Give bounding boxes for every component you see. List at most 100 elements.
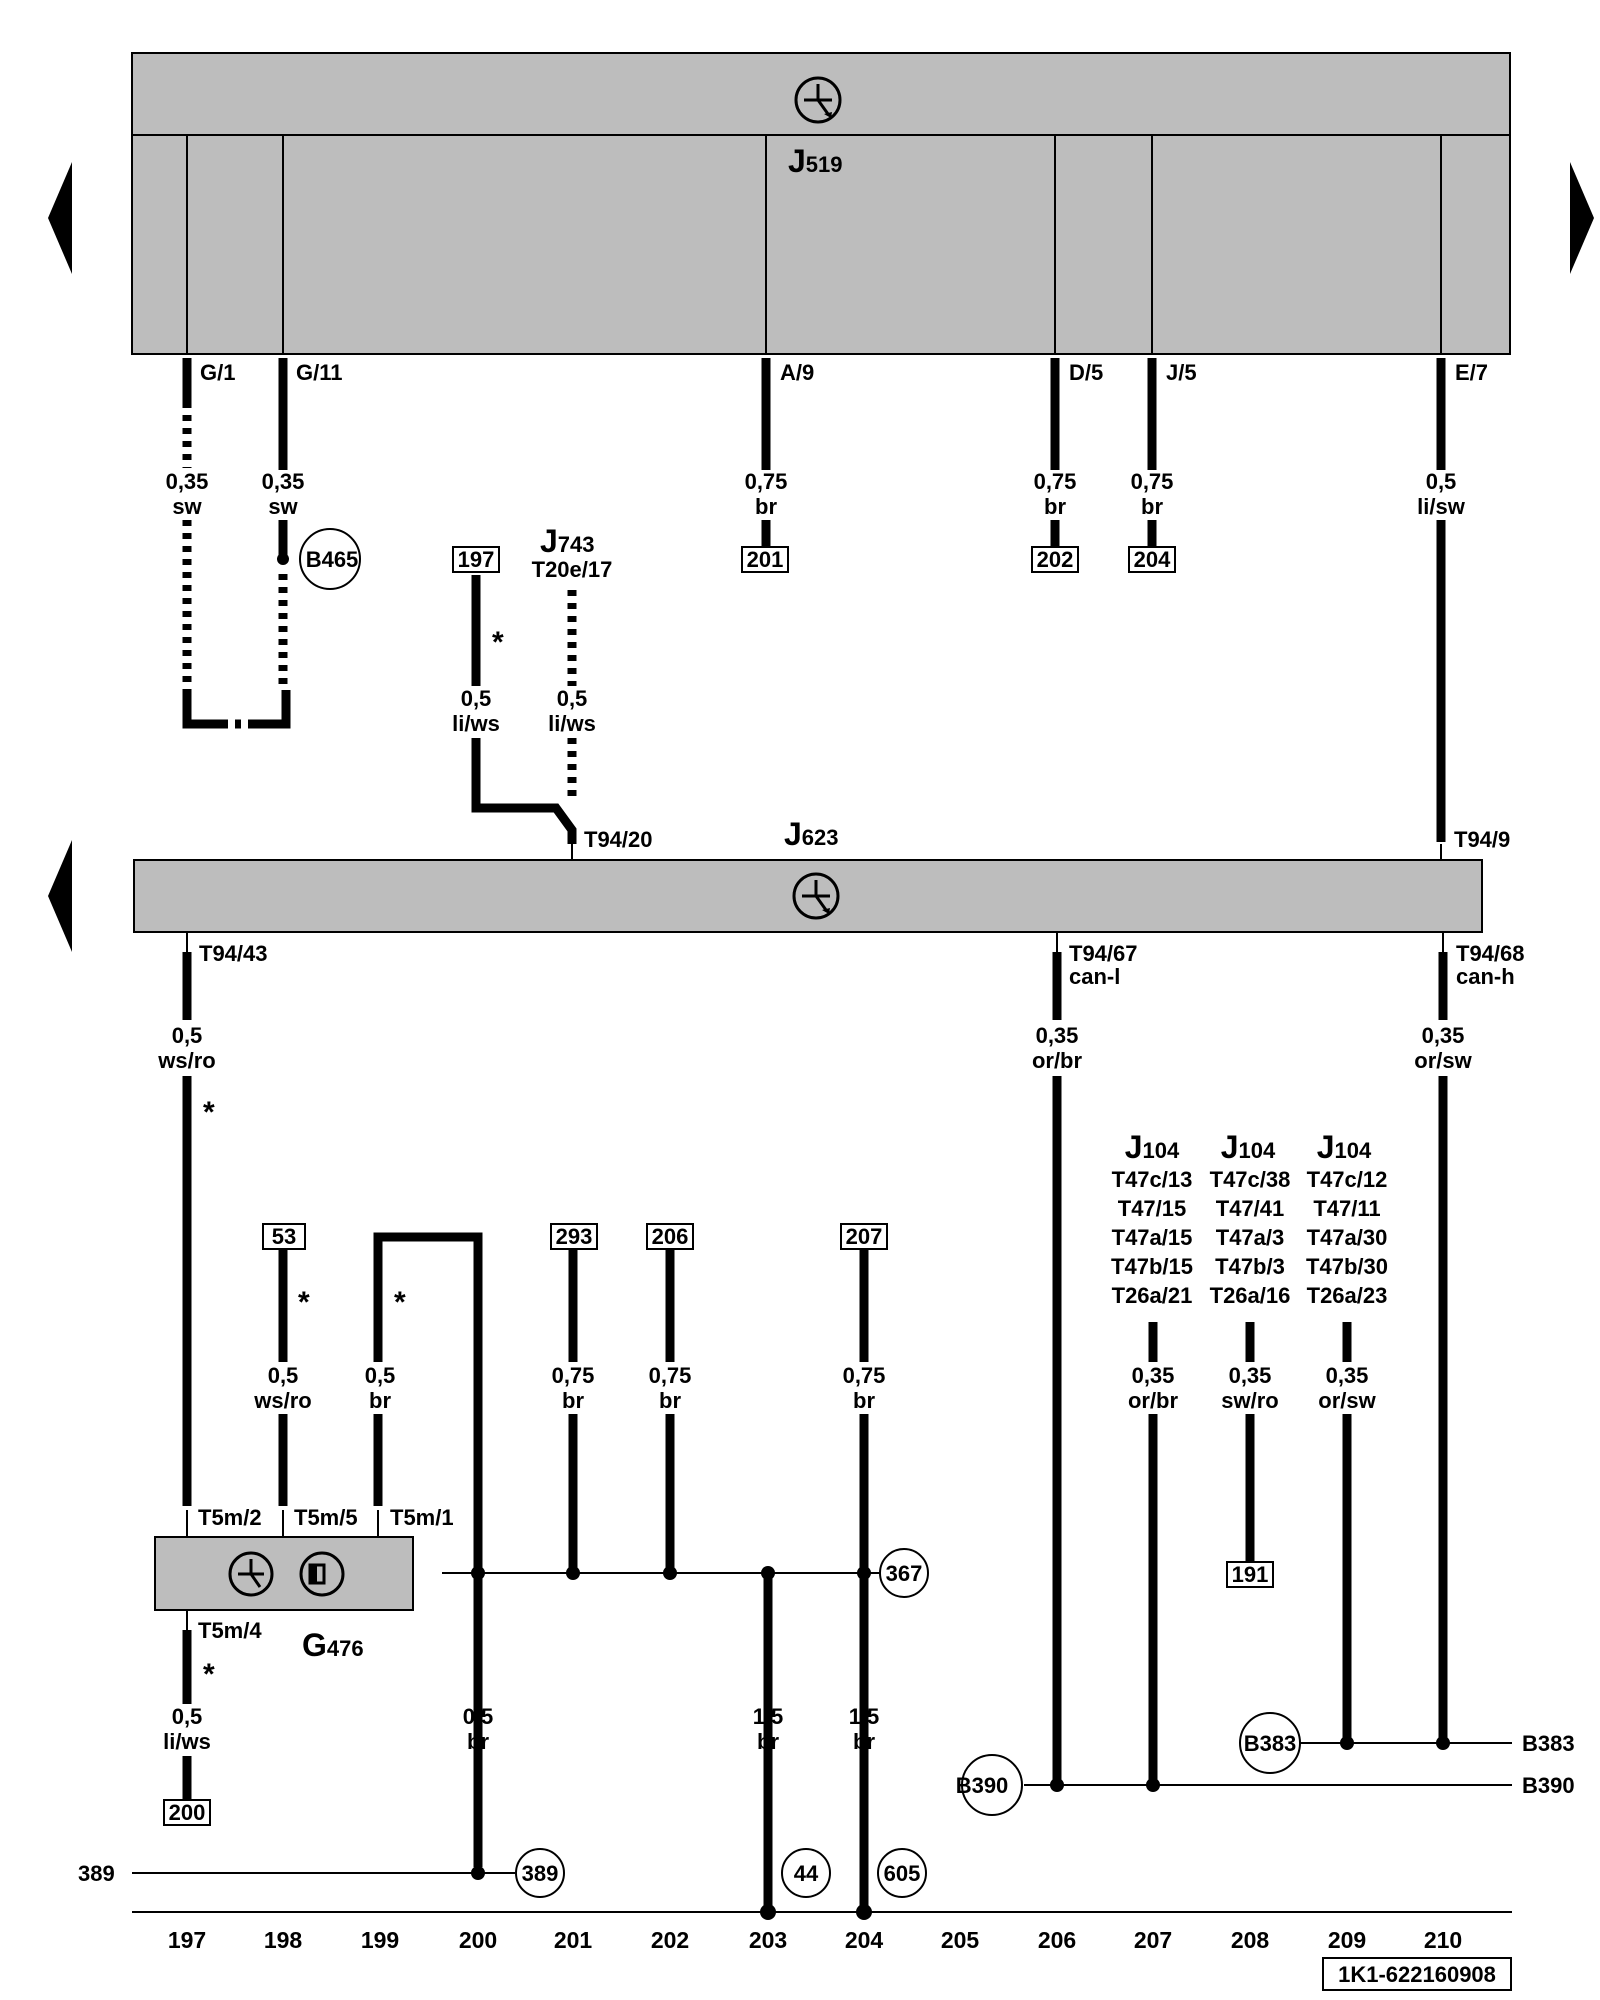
- column-number: 201: [554, 1927, 593, 1953]
- ref-box[interactable]: 206: [652, 1224, 689, 1249]
- wire-size: 0,5: [365, 1363, 396, 1388]
- sensor-symbol-icon: [299, 1551, 345, 1597]
- wire-color: sw: [172, 494, 202, 519]
- wire-labels: 0,35 sw 0,35 sw 0,75 br 0,75 br 0,75 br …: [157, 469, 1472, 1754]
- wire-size: 0,35: [1326, 1363, 1369, 1388]
- pin-t94-9: T94/9: [1454, 827, 1510, 852]
- wire-color: or/br: [1032, 1048, 1083, 1073]
- ref-box[interactable]: 204: [1134, 547, 1171, 572]
- wire-size: 0,35: [166, 469, 209, 494]
- connector-b383[interactable]: B383: [1244, 1731, 1297, 1756]
- j104-pin: T47a/3: [1216, 1225, 1285, 1250]
- triangle-left-icon[interactable]: [48, 162, 72, 274]
- wire-size: 0,5: [461, 686, 492, 711]
- wire-size: 0,75: [745, 469, 788, 494]
- j104-pin: T47a/15: [1112, 1225, 1193, 1250]
- wire-size: 0,75: [1034, 469, 1077, 494]
- pin-e7: E/7: [1455, 360, 1488, 385]
- document-code: 1K1-622160908: [1322, 1957, 1512, 1991]
- column-number: 202: [651, 1927, 689, 1953]
- ground-arrow-symbol-icon: [228, 1551, 274, 1597]
- ref-box[interactable]: 53: [272, 1224, 296, 1249]
- triangle-left-icon[interactable]: [48, 840, 72, 952]
- ref-box[interactable]: 207: [846, 1224, 883, 1249]
- connector-b465[interactable]: B465: [306, 547, 359, 572]
- wire-color: ws/ro: [253, 1388, 311, 1413]
- module-j623-label: J623: [784, 816, 839, 852]
- connector-605[interactable]: 605: [884, 1861, 921, 1886]
- ref-box[interactable]: 200: [169, 1800, 206, 1825]
- ref-box[interactable]: 293: [556, 1224, 593, 1249]
- wire-color: br: [755, 494, 777, 519]
- ground-arrow-symbol-icon: [794, 76, 842, 124]
- wire-size: 0,35: [1229, 1363, 1272, 1388]
- j104-pin: T47b/15: [1111, 1254, 1193, 1279]
- wire-color: sw/ro: [1221, 1388, 1278, 1413]
- wire-color: sw: [268, 494, 298, 519]
- side-label-b383: B383: [1522, 1731, 1575, 1756]
- connector-367[interactable]: 367: [886, 1561, 923, 1586]
- wire-color: ws/ro: [157, 1048, 215, 1073]
- wire-size: 0,35: [1132, 1363, 1175, 1388]
- j104-pin: T47/41: [1216, 1196, 1285, 1221]
- ref-box[interactable]: 201: [747, 547, 784, 572]
- pin-t5m4: T5m/4: [198, 1618, 262, 1643]
- wire-color: li/sw: [1417, 494, 1466, 519]
- connector-44[interactable]: 44: [794, 1861, 819, 1886]
- column-number: 204: [845, 1927, 884, 1953]
- wire-size: 0,5: [1426, 469, 1457, 494]
- column-number: 203: [749, 1927, 787, 1953]
- j104-pin: T26a/21: [1112, 1283, 1193, 1308]
- wire-size: 0,75: [843, 1363, 886, 1388]
- column-number: 197: [168, 1927, 206, 1953]
- triangle-right-icon[interactable]: [1570, 162, 1594, 274]
- ref-box[interactable]: 202: [1037, 547, 1074, 572]
- j104-pin: T47a/30: [1307, 1225, 1388, 1250]
- j104-pin: T47/15: [1118, 1196, 1187, 1221]
- wire-size: 0,5: [172, 1023, 203, 1048]
- pin-g1: G/1: [200, 360, 235, 385]
- pin-j5: J/5: [1166, 360, 1197, 385]
- wire-size: 0,35: [1036, 1023, 1079, 1048]
- side-label-b390: B390: [1522, 1773, 1575, 1798]
- ref-box[interactable]: 197: [458, 547, 495, 572]
- wire-size: 0,5: [268, 1363, 299, 1388]
- j104-pin: T47c/38: [1210, 1167, 1291, 1192]
- reference-boxes: 201 202 204 197 53 293 206 207 191 200: [163, 546, 1274, 1826]
- wire-color: br: [659, 1388, 681, 1413]
- j104-pin: T47c/12: [1307, 1167, 1388, 1192]
- component-j104-label: J104: [1125, 1129, 1180, 1165]
- component-j104-label: J104: [1317, 1129, 1372, 1165]
- column-number: 207: [1134, 1927, 1172, 1953]
- pin-t5m1: T5m/1: [390, 1505, 454, 1530]
- j104-pin: T26a/23: [1307, 1283, 1388, 1308]
- connector-389[interactable]: 389: [522, 1861, 559, 1886]
- document-code-text: 1K1-622160908: [1338, 1962, 1496, 1987]
- column-number: 206: [1038, 1927, 1076, 1953]
- wire-color: br: [562, 1388, 584, 1413]
- connector-b390[interactable]: B390: [956, 1773, 1009, 1798]
- asterisk: *: [394, 1286, 406, 1319]
- j104-pin: T26a/16: [1210, 1283, 1291, 1308]
- wire-size: 0,35: [1422, 1023, 1465, 1048]
- connector-labels: B465 367 389 44 605 B390 B383: [306, 547, 1297, 1886]
- wire-size: 0,5: [557, 686, 588, 711]
- wire-size: 0,75: [649, 1363, 692, 1388]
- pin-t94-43: T94/43: [199, 941, 268, 966]
- module-j519: J519: [131, 52, 1511, 355]
- j104-pin: T47b/30: [1306, 1254, 1388, 1279]
- pin-t94-68: T94/68: [1456, 941, 1525, 966]
- wire-size: 0,5: [463, 1704, 494, 1729]
- column-number: 205: [941, 1927, 980, 1953]
- j104-pin: T47/11: [1313, 1196, 1380, 1221]
- wire-color: or/sw: [1318, 1388, 1376, 1413]
- asterisk: *: [298, 1286, 310, 1319]
- component-j743: J743 T20e/17: [532, 523, 613, 582]
- wire-color: br: [369, 1388, 391, 1413]
- wire-color: or/sw: [1414, 1048, 1472, 1073]
- asterisk: *: [203, 1658, 215, 1691]
- asterisk: *: [203, 1096, 215, 1129]
- ref-box[interactable]: 191: [1232, 1562, 1269, 1587]
- pin-g11: G/11: [296, 360, 342, 385]
- component-j743-pin: T20e/17: [532, 557, 613, 582]
